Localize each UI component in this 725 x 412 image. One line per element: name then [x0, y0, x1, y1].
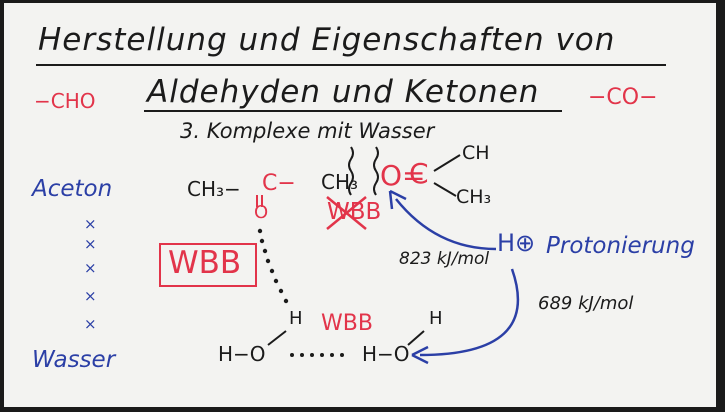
complex-ch: CH: [462, 142, 490, 164]
water-h-left: H: [289, 308, 303, 329]
arrow-lower: [419, 268, 520, 357]
bond-lower: [433, 182, 457, 197]
water-right: H−O: [362, 342, 410, 366]
x-mark: ×: [84, 287, 97, 305]
hbond-dots-horizontal: [290, 353, 344, 357]
squiggle-left: [348, 146, 354, 196]
acetone-ch3-right: CH₃: [321, 170, 359, 194]
complex-ch3: CH₃: [456, 186, 492, 208]
complex-carbon: C: [409, 157, 429, 190]
title-line-2: Aldehyden und Ketonen: [147, 74, 540, 110]
x-mark: ×: [84, 235, 97, 253]
arrow-upper: [395, 198, 497, 251]
water-bond-right: [407, 330, 425, 346]
x-mark: ×: [84, 215, 97, 233]
drawing-layer: [36, 64, 666, 365]
water-left: H−O: [218, 342, 266, 366]
water-bond-left: [267, 330, 287, 346]
wbb-lower-label: WBB: [321, 311, 373, 336]
title-line-1: Herstellung und Eigenschaften von: [38, 22, 616, 58]
wbb-box-label: WBB: [168, 245, 242, 281]
subtitle: 3. Komplexe mit Wasser: [180, 119, 435, 143]
cross-stroke-2: [326, 196, 367, 230]
label-wasser: Wasser: [32, 347, 116, 373]
protonierung-label: Protonierung: [546, 233, 695, 259]
arrow-lower-head: [411, 345, 429, 365]
bond-upper: [433, 154, 461, 172]
energy-label-823: 823 kJ/mol: [399, 249, 490, 269]
wbb-box: [159, 243, 257, 287]
acetone-ch3-left: CH₃−: [187, 177, 241, 201]
complex-oxygen: O=: [380, 159, 426, 192]
x-mark: ×: [84, 259, 97, 277]
x-mark: ×: [84, 315, 97, 333]
aldehyde-group: −CHO: [34, 89, 96, 113]
squiggle-right: [373, 146, 379, 196]
acetone-carbon: C−: [262, 171, 296, 196]
arrow-upper-head: [388, 189, 407, 210]
ketone-group: −CO−: [588, 85, 658, 110]
hbond-dots-vertical: [257, 228, 289, 304]
proton-label: H⊕: [497, 229, 536, 257]
water-h-right: H: [429, 308, 443, 329]
label-aceton: Aceton: [32, 176, 113, 202]
crossed-wbb: WBB: [327, 199, 382, 225]
whiteboard: Herstellung und Eigenschaften von Aldehy…: [4, 3, 716, 407]
acetone-oxygen: O: [254, 202, 269, 223]
energy-label-689: 689 kJ/mol: [538, 293, 634, 314]
